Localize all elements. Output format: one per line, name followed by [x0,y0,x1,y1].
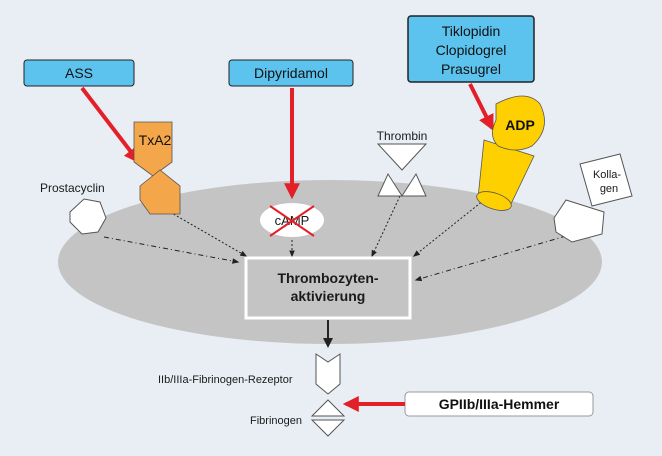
center-title-line2: aktivierung [291,288,366,304]
fibrinogen-icon [310,399,346,417]
txa2-icon-bottom [139,169,181,215]
adp-icon [492,95,545,151]
thienopyridine-label-3: Prasugrel [441,61,501,77]
receptor-icon [315,353,341,395]
dipyridamol-box [228,59,354,87]
kollagen-label-2: gen [600,183,618,195]
camp-cross-2 [269,205,315,237]
txa2-icon-top [133,121,173,177]
ass-label: ASS [65,65,93,81]
arrow-kollagen [414,235,567,282]
arrow-thienopyridine-inhibit [468,83,494,131]
dipyridamol-label: Dipyridamol [254,65,328,81]
prostacyclin-label: Prostacyclin [40,181,105,195]
receptor-label: IIb/IIIa-Fibrinogen-Rezeptor [158,374,293,386]
thrombin-icon-top [376,143,428,171]
center-title-line1: Thrombozyten- [277,270,378,286]
gp-inhibitor-label: GPIIb/IIIa-Hemmer [439,396,560,412]
arrow-txa2 [169,211,248,257]
thienopyridine-box [407,15,535,83]
arrow-ass-inhibit [80,86,140,164]
thienopyridine-label-1: Tiklopidin [442,23,501,39]
kollagen-icon-top [579,153,633,207]
txa2-label: TxA2 [139,132,172,148]
arrow-prostacyclin [103,236,240,264]
center-box [244,256,412,320]
kollagen-label-1: Kolla- [593,169,621,181]
thrombin-label: Thrombin [377,129,428,143]
fibrinogen-label: Fibrinogen [250,415,302,427]
thienopyridine-label-2: Clopidogrel [436,42,507,58]
ass-box [23,59,135,87]
adp-label: ADP [505,117,535,133]
adp-receptor-base [476,191,512,211]
fibrinogen-icon-lower [310,419,346,437]
arrow-adp [412,199,485,257]
kollagen-icon-bottom [553,199,605,243]
arrow-thrombin [371,195,401,258]
thrombin-icon-bottom [377,172,427,197]
prostacyclin-icon [69,198,107,235]
